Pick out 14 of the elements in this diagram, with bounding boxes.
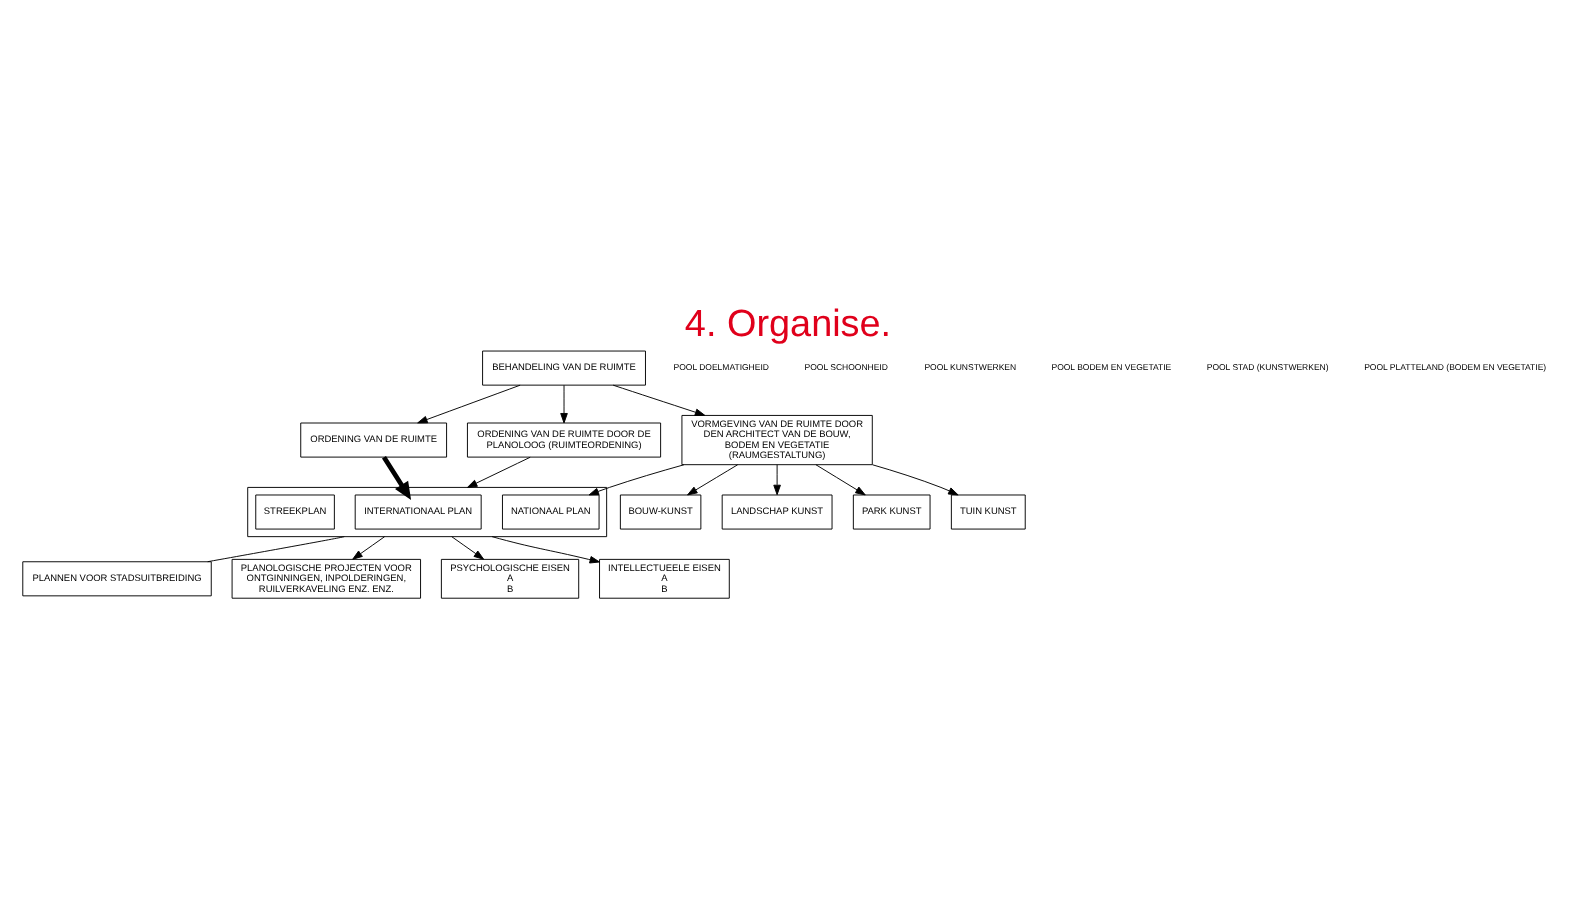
arrow	[451, 535, 485, 559]
arrow	[417, 383, 521, 423]
arrow	[872, 463, 959, 495]
diagram-title: 4. Organise.	[684, 302, 892, 345]
arrow	[352, 535, 386, 559]
arrow	[560, 383, 568, 423]
arrow	[588, 463, 685, 495]
arrow	[491, 535, 600, 563]
connector	[207, 535, 345, 562]
arrow	[382, 455, 412, 499]
arrow	[773, 463, 781, 495]
arrow	[815, 463, 866, 495]
arrow	[687, 463, 739, 495]
arrow	[612, 383, 706, 415]
